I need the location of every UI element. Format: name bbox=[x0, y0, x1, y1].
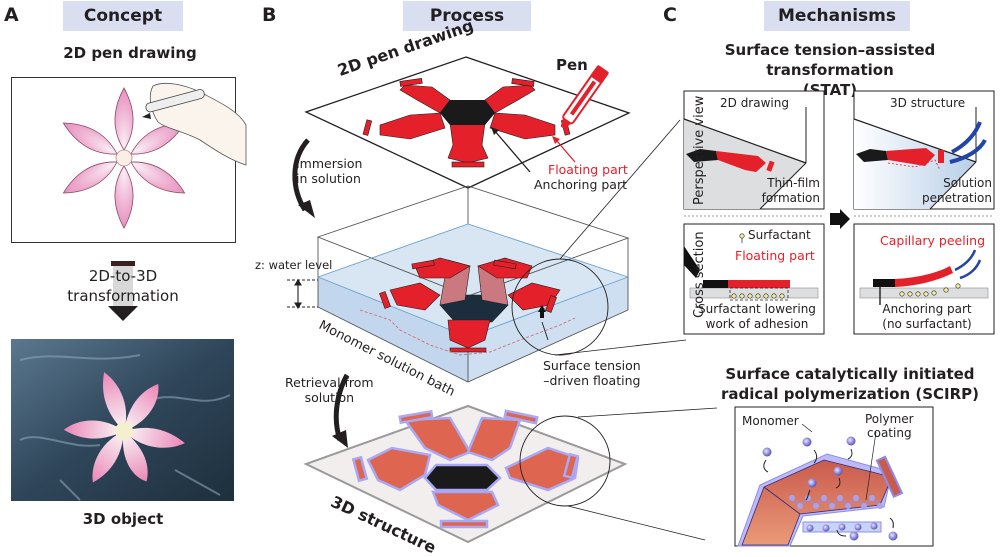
panel-a-letter: A bbox=[4, 4, 19, 26]
panel-b-letter: B bbox=[262, 4, 277, 26]
surfactant-lowering-line1: Surfactant lowering bbox=[698, 302, 816, 316]
petal bbox=[130, 161, 186, 194]
petal bbox=[114, 165, 134, 229]
floating-line1: Surface tension bbox=[543, 358, 641, 373]
stat-title-line1: Surface tension–assisted transformation bbox=[724, 41, 936, 79]
transformation-label: 2D-to-3D transformation bbox=[40, 266, 206, 306]
monomer-label: Monomer bbox=[742, 414, 799, 428]
thin-film-line1: Thin-film bbox=[767, 176, 820, 190]
flower-petals bbox=[62, 87, 186, 229]
anchoring-line2: (no surfactant) bbox=[882, 317, 972, 331]
scirp-title: Surface catalytically initiated radical … bbox=[700, 364, 1000, 404]
water-level-marker bbox=[287, 278, 318, 310]
floating-line2: –driven floating bbox=[543, 373, 641, 388]
capillary-peeling-label: Capillary peeling bbox=[880, 233, 986, 248]
coated-plate bbox=[741, 459, 893, 546]
panel-c-letter: C bbox=[663, 4, 677, 26]
drawing-2d-label: 2D drawing bbox=[720, 96, 789, 110]
water-level-label: z: water level bbox=[255, 258, 333, 272]
petal bbox=[114, 87, 134, 151]
petal bbox=[62, 161, 118, 194]
structure-3d-label: 3D structure bbox=[890, 96, 966, 110]
surfactant-molecules bbox=[731, 293, 785, 299]
concept-header: Concept bbox=[63, 1, 183, 31]
immersion-label: Immersion in solution bbox=[296, 156, 362, 186]
scirp-title-line1: Surface catalytically initiated bbox=[725, 365, 975, 383]
cross-section-box-left bbox=[683, 223, 825, 335]
solution-penetration-label: Solution penetration bbox=[918, 176, 992, 206]
cross-floating-part-label: Floating part bbox=[735, 248, 815, 263]
transformation-label-line1: 2D-to-3D bbox=[88, 267, 158, 285]
monomer-pointer bbox=[801, 423, 813, 433]
peeling-strip bbox=[895, 266, 953, 287]
transformation-label-line2: transformation bbox=[67, 287, 179, 305]
surfactant-label: Surfactant bbox=[748, 228, 811, 242]
scirp-title-line2: radical polymerization (SCIRP) bbox=[720, 385, 980, 403]
pen-label: Pen bbox=[556, 56, 588, 74]
anchoring-pointer bbox=[493, 129, 531, 173]
floating-label-pointer bbox=[541, 321, 549, 341]
mechanisms-header: Mechanisms bbox=[764, 1, 910, 31]
retrieval-line1: Retrieval from bbox=[285, 375, 374, 390]
stat-title: Surface tension–assisted transformation … bbox=[660, 40, 1000, 100]
anchoring-pentagon-2d bbox=[440, 100, 495, 125]
polymer-line1: Polymer bbox=[865, 412, 914, 426]
original-position-outline bbox=[359, 309, 576, 356]
polymer-coating-label: Polymer coating bbox=[865, 412, 914, 440]
monomer-molecules bbox=[762, 436, 898, 541]
flow-arrow-icon bbox=[949, 138, 987, 164]
floating-part-label: Floating part bbox=[548, 162, 628, 177]
real-flower bbox=[63, 372, 185, 483]
thin-film-line2: formation bbox=[761, 191, 820, 205]
float-up-arrow-icon bbox=[540, 311, 544, 318]
surfactant-lowering-line2: work of adhesion bbox=[705, 317, 809, 331]
object-title: 3D object bbox=[82, 510, 164, 528]
polymer-line2: coating bbox=[867, 426, 912, 440]
immersion-line2: in solution bbox=[296, 171, 361, 186]
retrieval-label: Retrieval from solution bbox=[285, 375, 374, 405]
thin-film-label: Thin-film formation bbox=[758, 176, 820, 206]
solution-bath bbox=[316, 185, 630, 383]
petal bbox=[62, 122, 118, 155]
concept-drawing-title: 2D pen drawing bbox=[63, 44, 197, 62]
pen-icon bbox=[560, 65, 609, 129]
process-header: Process bbox=[403, 1, 531, 31]
solution-line2: penetration bbox=[922, 191, 992, 205]
anchoring-part-label: Anchoring part bbox=[534, 177, 627, 192]
retrieval-line2: solution bbox=[304, 390, 355, 405]
hand-with-pen-icon bbox=[142, 83, 247, 166]
polymer-pointer bbox=[865, 431, 877, 501]
solution-line1: Solution bbox=[943, 176, 992, 190]
ink-pattern-floating bbox=[379, 257, 561, 353]
surface-tension-floating-label: Surface tension –driven floating bbox=[543, 358, 641, 388]
zoom-circle-scirp bbox=[519, 415, 611, 507]
pen-tip-icon bbox=[684, 246, 700, 278]
flower-center bbox=[115, 149, 133, 167]
immersion-line1: Immersion bbox=[296, 156, 363, 171]
reaction-arrows bbox=[763, 448, 894, 537]
transition-arrow-icon bbox=[830, 213, 840, 225]
flow-arrow-icon bbox=[951, 121, 982, 154]
anchoring-no-surfactant-label: Anchoring part (no surfactant) bbox=[860, 302, 994, 332]
anchoring-line1: Anchoring part bbox=[882, 302, 972, 316]
surfactant-lowering-label: Surfactant lowering work of adhesion bbox=[690, 302, 824, 332]
floating-pointer bbox=[555, 139, 576, 163]
